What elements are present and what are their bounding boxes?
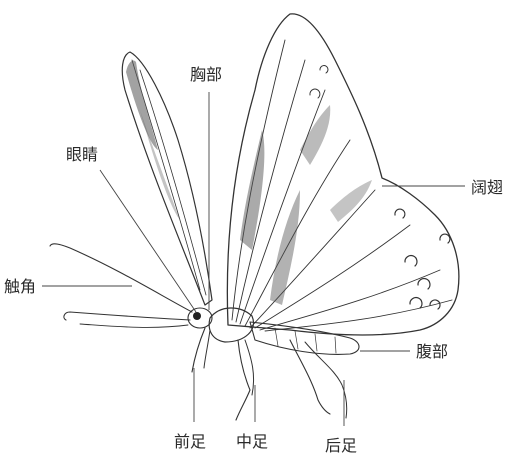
label-foreleg: 前足 <box>174 432 206 451</box>
butterfly-illustration <box>50 14 459 420</box>
part-labels: 胸部 眼睛 阔翅 触角 腹部 前足 中足 后足 <box>4 65 503 455</box>
butterfly-body <box>188 308 359 354</box>
label-thorax: 胸部 <box>190 65 222 84</box>
main-wing <box>227 14 459 335</box>
label-eye: 眼睛 <box>66 145 98 164</box>
label-antenna: 触角 <box>4 277 36 296</box>
label-wing: 阔翅 <box>471 178 503 197</box>
label-midleg: 中足 <box>236 432 268 451</box>
leader-eye <box>100 170 196 312</box>
label-hindleg: 后足 <box>325 436 357 455</box>
back-forewing <box>122 52 212 305</box>
label-abdomen: 腹部 <box>416 342 448 361</box>
legs <box>192 328 347 420</box>
